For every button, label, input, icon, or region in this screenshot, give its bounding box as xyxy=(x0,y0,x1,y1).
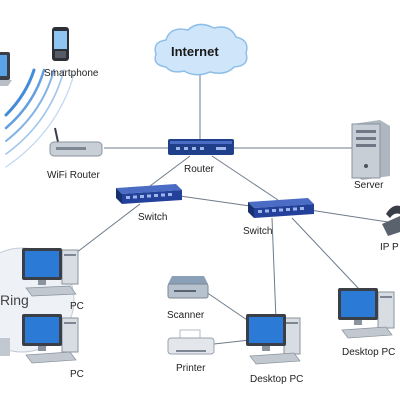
link-switch-left-pc xyxy=(71,203,141,257)
laptop-icon xyxy=(0,52,12,86)
pc-upper-icon xyxy=(22,248,79,297)
cloud-icon xyxy=(154,23,248,76)
network-switch-left-icon xyxy=(116,184,182,204)
connection-lines xyxy=(71,72,389,345)
wifi-waves-icon xyxy=(4,68,75,168)
desktop-right-label: Desktop PC xyxy=(342,347,396,358)
link-switch-right-desktop-center xyxy=(271,217,277,321)
ring-label: Ring xyxy=(0,292,29,308)
scanner-icon xyxy=(167,276,209,299)
pc-lower-label: PC xyxy=(70,369,84,380)
ip-phone-label: IP P xyxy=(380,242,399,253)
printer-label: Printer xyxy=(176,363,206,374)
link-router-switch-left xyxy=(149,155,191,187)
ip-phone-icon xyxy=(382,205,400,236)
link-switch-right-desktop-right xyxy=(291,217,361,291)
server-label: Server xyxy=(354,180,384,191)
switch-right-label: Switch xyxy=(243,226,273,237)
link-router-switch-right xyxy=(211,155,279,201)
scanner-label: Scanner xyxy=(167,310,205,321)
partial-device-icon xyxy=(0,338,10,356)
link-switch-switch xyxy=(179,195,251,207)
pc-lower-icon xyxy=(22,314,79,364)
link-switch-right-phone xyxy=(309,209,389,223)
router-icon xyxy=(168,139,234,155)
printer-icon xyxy=(167,329,215,355)
network-switch-right-icon xyxy=(248,198,314,218)
link-scanner-desktop xyxy=(205,291,251,323)
smartphone-label: Smartphone xyxy=(44,68,99,79)
router-label: Router xyxy=(184,164,215,175)
wifi-router-icon xyxy=(49,127,103,157)
switch-left-label: Switch xyxy=(138,212,168,223)
smartphone-icon xyxy=(52,27,69,61)
desktop-center-label: Desktop PC xyxy=(250,374,304,385)
internet-label: Internet xyxy=(171,44,219,59)
server-icon xyxy=(351,120,390,180)
link-printer-desktop xyxy=(213,339,251,345)
desktop-center-icon xyxy=(246,314,301,365)
desktop-right-icon xyxy=(338,288,395,339)
pc-upper-label: PC xyxy=(70,301,84,312)
wifi-router-label: WiFi Router xyxy=(47,170,100,181)
